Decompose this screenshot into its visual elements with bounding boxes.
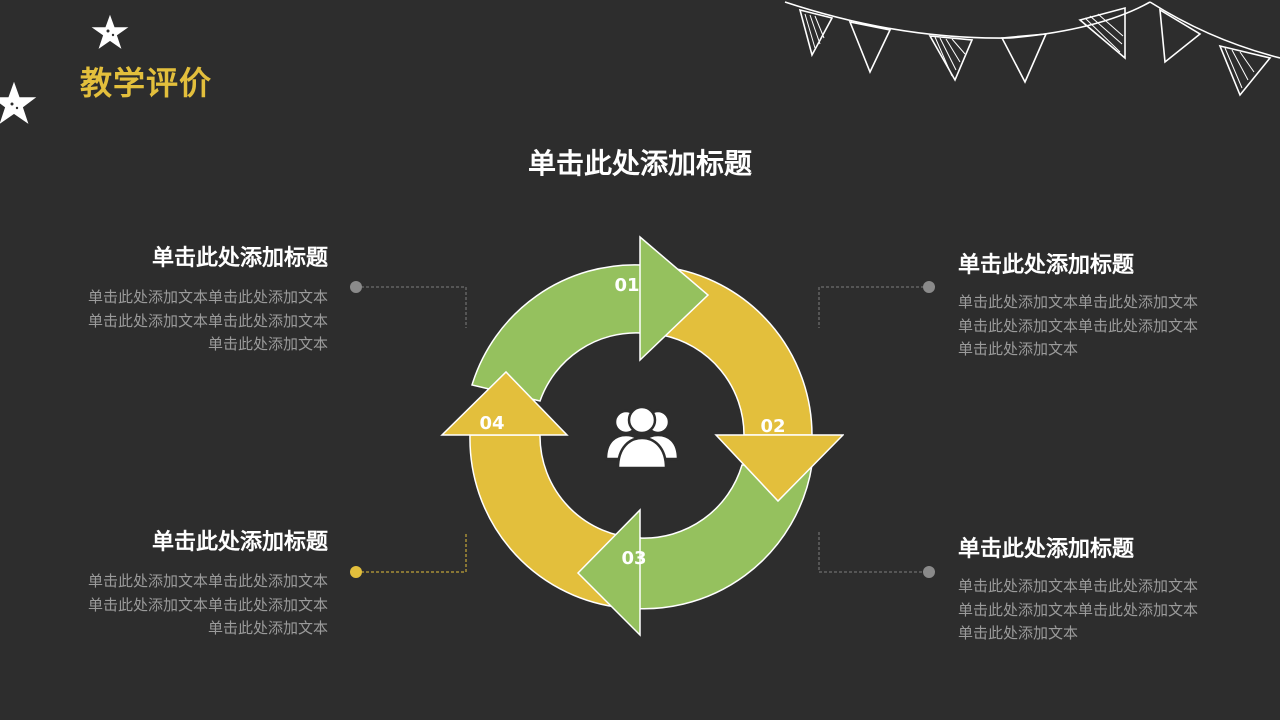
connector-dot-bottom-right bbox=[923, 566, 935, 578]
step-number-01: 01 bbox=[614, 275, 639, 296]
item-title: 单击此处添加标题 bbox=[958, 247, 1208, 279]
item-title: 单击此处添加标题 bbox=[78, 240, 328, 272]
connector-dot-top-right bbox=[923, 281, 935, 293]
text-block-bottom-right: 单击此处添加标题 单击此处添加文本单击此处添加文本单击此处添加文本单击此处添加文… bbox=[958, 531, 1208, 646]
cycle-diagram: 01 02 03 04 bbox=[440, 235, 844, 639]
page-title: 单击此处添加标题 bbox=[0, 142, 1280, 182]
star-doodle-icon bbox=[90, 14, 130, 54]
connector-dot-top-left bbox=[350, 281, 362, 293]
section-title: 教学评价 bbox=[80, 58, 212, 104]
item-body: 单击此处添加文本单击此处添加文本单击此处添加文本单击此处添加文本单击此处添加文本 bbox=[958, 575, 1208, 646]
connector-dot-bottom-left bbox=[350, 566, 362, 578]
item-body: 单击此处添加文本单击此处添加文本单击此处添加文本单击此处添加文本单击此处添加文本 bbox=[78, 570, 328, 641]
text-block-top-right: 单击此处添加标题 单击此处添加文本单击此处添加文本单击此处添加文本单击此处添加文… bbox=[958, 247, 1208, 362]
text-block-bottom-left: 单击此处添加标题 单击此处添加文本单击此处添加文本单击此处添加文本单击此处添加文… bbox=[78, 524, 328, 641]
bunting-flags-icon bbox=[780, 0, 1280, 100]
users-icon bbox=[606, 407, 678, 468]
item-title: 单击此处添加标题 bbox=[958, 531, 1208, 563]
step-number-02: 02 bbox=[760, 416, 785, 437]
step-number-03: 03 bbox=[621, 548, 646, 569]
item-body: 单击此处添加文本单击此处添加文本单击此处添加文本单击此处添加文本单击此处添加文本 bbox=[78, 286, 328, 357]
text-block-top-left: 单击此处添加标题 单击此处添加文本单击此处添加文本单击此处添加文本单击此处添加文… bbox=[78, 240, 328, 357]
star-doodle-icon bbox=[0, 80, 40, 132]
item-title: 单击此处添加标题 bbox=[78, 524, 328, 556]
item-body: 单击此处添加文本单击此处添加文本单击此处添加文本单击此处添加文本单击此处添加文本 bbox=[958, 291, 1208, 362]
step-number-04: 04 bbox=[479, 413, 504, 434]
